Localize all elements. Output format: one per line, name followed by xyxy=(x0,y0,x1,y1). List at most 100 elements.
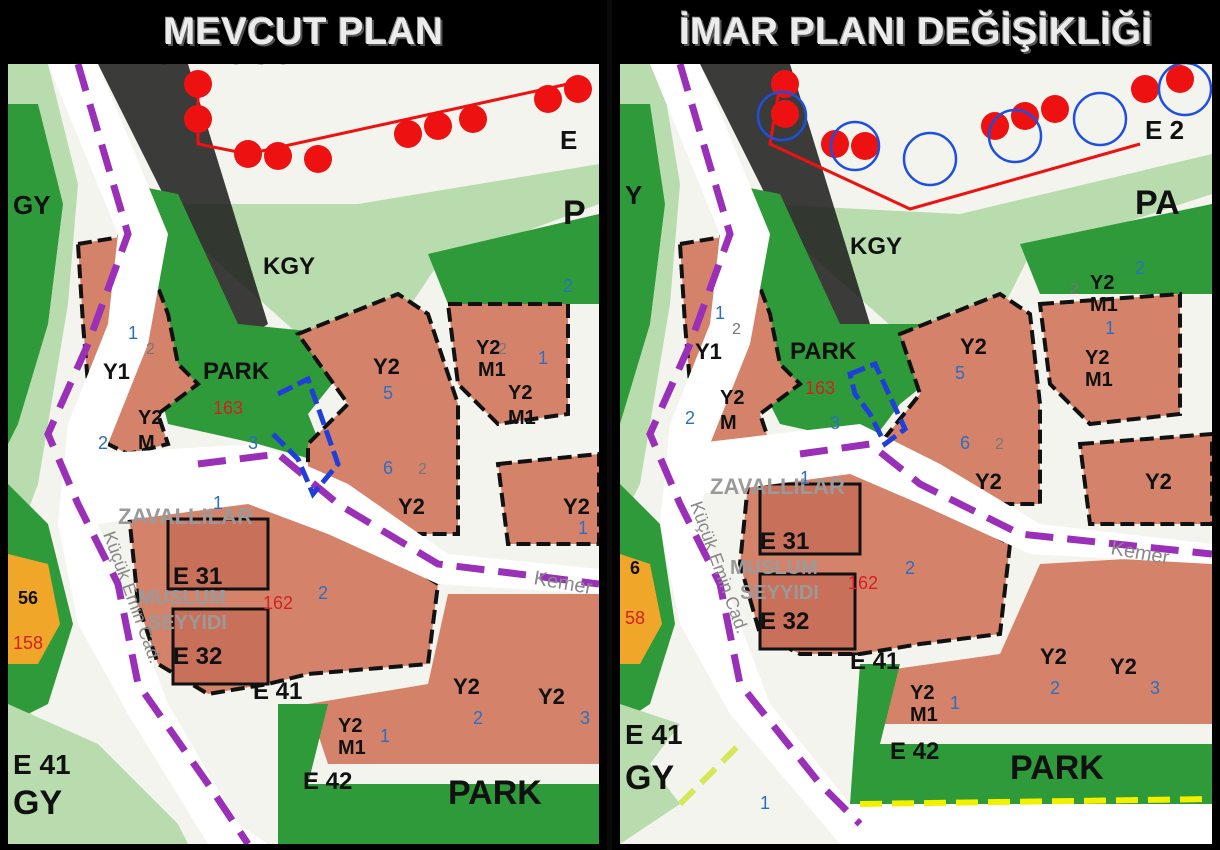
map-label: PARK xyxy=(790,338,857,365)
parcel-number: 58 xyxy=(625,608,645,628)
map-label: Y2 xyxy=(338,715,362,737)
map-label: E 31 xyxy=(173,563,222,590)
plan-boundary xyxy=(44,64,251,844)
map-label: Y1 xyxy=(103,359,130,384)
park-area xyxy=(8,104,63,444)
map-label: Y2 xyxy=(373,354,400,379)
park-area xyxy=(620,104,665,424)
floor-number: 1 xyxy=(1105,318,1115,338)
floor-number: 1 xyxy=(715,303,725,323)
road xyxy=(650,64,900,844)
map-label: E 41 xyxy=(253,678,302,705)
map-label: M1 xyxy=(478,359,506,381)
floor-number: 5 xyxy=(383,383,393,403)
panel-title: İMAR PLANI DEĞİŞİKLİĞİ xyxy=(679,10,1153,53)
kgy-area xyxy=(760,154,1212,334)
map-label: E 42 xyxy=(890,738,939,765)
panel-amendment-plan: İMAR PLANI DEĞİŞİKLİĞİ xyxy=(612,0,1220,850)
map-label: M1 xyxy=(910,704,938,726)
ghost-label: MUSLUM xyxy=(138,587,226,609)
map-label: KGY xyxy=(263,253,315,280)
removed-dots xyxy=(756,64,1212,187)
map-label: E 32 xyxy=(173,643,222,670)
map-label: Y2 xyxy=(960,334,987,359)
floor-number: 3 xyxy=(1150,678,1160,698)
map-label: Y2 xyxy=(398,494,425,519)
plan-boundary xyxy=(646,64,863,827)
map-label: E 41 xyxy=(13,749,71,780)
ghost-label: MUSLUM xyxy=(730,557,818,579)
map-label: P xyxy=(563,194,586,232)
panel-title-bar: İMAR PLANI DEĞİŞİKLİĞİ xyxy=(612,0,1220,64)
map-label: M1 xyxy=(1085,369,1113,391)
floor-number: 2 xyxy=(563,276,573,296)
panel-existing-plan: MEVCUT PLAN xyxy=(0,0,607,850)
map-label: Y2 xyxy=(476,337,500,359)
floor-number: 1 xyxy=(760,793,770,813)
commercial-area xyxy=(620,554,662,664)
map-label: E 42 xyxy=(303,768,352,795)
map-label: Y2 xyxy=(1145,469,1172,494)
map-label: E 41 xyxy=(850,648,899,675)
map-label: PA xyxy=(1135,184,1180,222)
floor-number: 3 xyxy=(580,708,590,728)
map-label: Y xyxy=(625,180,642,210)
floor-number: 1 xyxy=(578,518,588,538)
ghost-label: SEYYIDI xyxy=(148,612,227,634)
map-label: Y2 xyxy=(508,382,532,404)
map-existing-plan: KÜPRÜSÜ E P GY KGY PARK Y1 Y2 M Y2 Y2 Y2… xyxy=(8,64,599,844)
floor-number: 1 xyxy=(538,348,548,368)
map-label: KGY xyxy=(850,233,902,260)
parcel-number: 158 xyxy=(13,633,43,653)
floor-number: 6 xyxy=(383,458,393,478)
map-canvas: KÜPRÜSÜ E P GY KGY PARK Y1 Y2 M Y2 Y2 Y2… xyxy=(8,64,599,844)
floor-number: 2 xyxy=(318,583,328,603)
floor-number: 1 xyxy=(800,468,810,488)
commercial-area xyxy=(8,554,60,664)
floor-number: 1 xyxy=(380,726,390,746)
map-label: Y2 xyxy=(453,674,480,699)
ghost-label: ZAVALLILAR xyxy=(118,504,253,529)
red-dot-line xyxy=(768,65,1194,211)
map-label: E 2 xyxy=(1145,115,1184,145)
hatched-block xyxy=(166,517,270,591)
red-dot-line xyxy=(184,70,592,173)
map-label: PARK xyxy=(1010,749,1104,787)
floor-number: 6 xyxy=(960,433,970,453)
change-outline xyxy=(271,375,341,499)
map-label: PARK xyxy=(203,358,270,385)
map-label: Y2 xyxy=(975,469,1002,494)
floor-number: 2 xyxy=(98,433,108,453)
change-outline xyxy=(847,360,909,448)
map-label: Y2 xyxy=(1090,272,1114,294)
map-label: E 31 xyxy=(760,528,809,555)
floor-number: 2 xyxy=(685,408,695,428)
map-label: Y1 xyxy=(695,339,722,364)
map-label: M1 xyxy=(1090,294,1118,316)
map-label: M xyxy=(138,432,155,454)
road xyxy=(48,64,268,844)
floor-number: 2 xyxy=(1135,258,1145,278)
floor-number: 1 xyxy=(128,323,138,343)
parcel-number: 162 xyxy=(263,593,293,613)
parcel-number: 162 xyxy=(848,573,878,593)
floor-number: 2 xyxy=(498,341,507,358)
map-label: PARK xyxy=(448,774,542,812)
map-label: GY xyxy=(13,784,62,822)
map-label: Y2 xyxy=(1085,347,1109,369)
map-label: Y2 xyxy=(1110,654,1137,679)
panel-title: MEVCUT PLAN xyxy=(163,10,444,53)
panel-title-bar: MEVCUT PLAN xyxy=(0,0,607,64)
hatched-block xyxy=(758,482,862,556)
map-label: Y2 xyxy=(563,494,590,519)
map-label: M1 xyxy=(338,737,366,759)
map-label: M xyxy=(720,412,737,434)
floor-number: 2 xyxy=(146,341,155,358)
floor-number: 1 xyxy=(213,493,223,513)
ghost-label: ZAVALLILAR xyxy=(710,474,845,499)
map-label: M1 xyxy=(508,407,536,429)
floor-number: 2 xyxy=(732,321,741,338)
map-label: Y2 xyxy=(910,682,934,704)
floor-number: 2 xyxy=(905,558,915,578)
map-amendment-plan: E 2 PA Y KGY PARK Y1 Y2 M Y2 Y2 Y2 M1 Y2… xyxy=(620,64,1212,844)
